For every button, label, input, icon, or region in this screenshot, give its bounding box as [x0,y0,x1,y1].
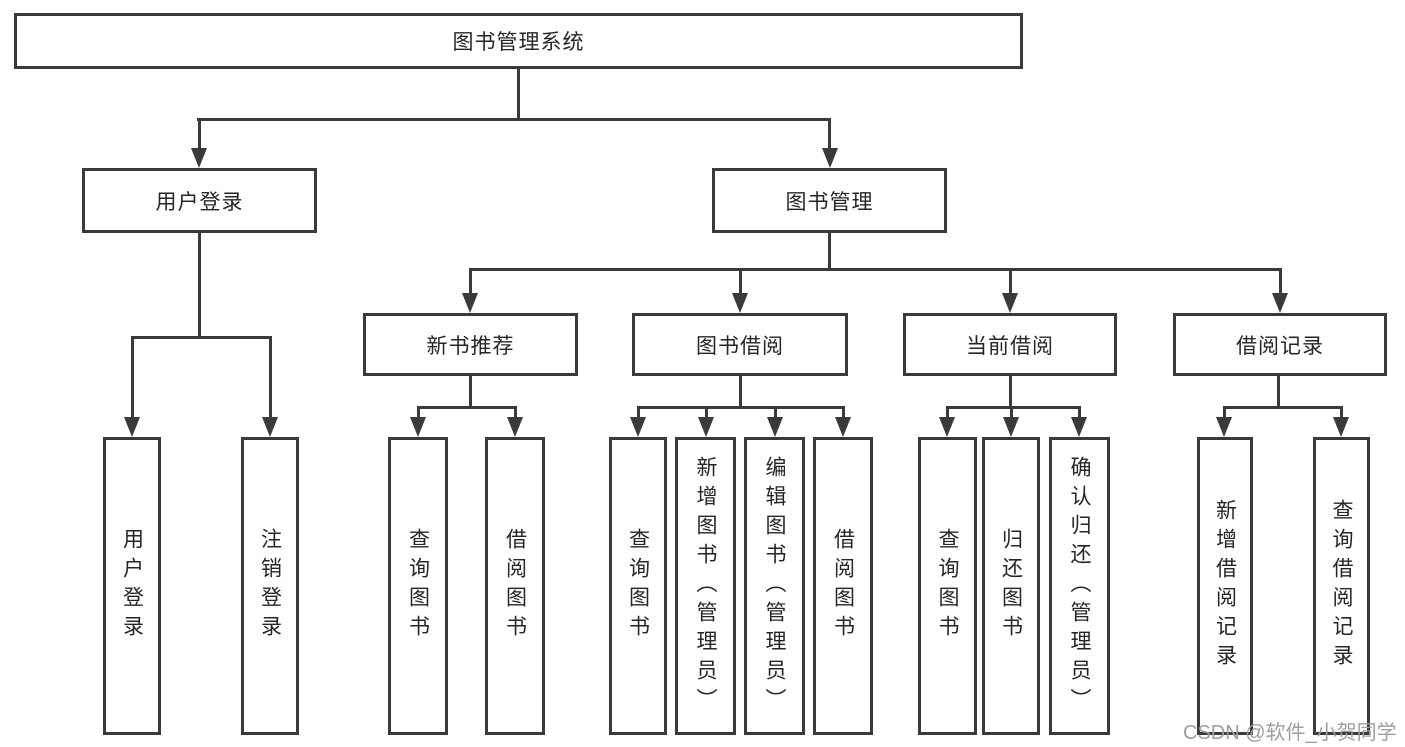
arrow-down-icon [767,417,783,437]
connector-drop [130,336,134,417]
connector-drop [1278,268,1282,293]
connector-drop [945,406,949,417]
arrow-down-icon [124,417,140,437]
connector-drop [416,406,420,417]
leaf-label: 用户登录 [120,528,144,644]
node-label: 用户登录 [155,190,244,214]
connector-drop [268,336,272,417]
connector-groupB-bar [636,406,845,409]
leaf-label: 查询图书 [406,528,430,644]
connector-userlogin-bar [130,336,272,339]
arrow-down-icon [410,417,426,437]
connector-bookmgmt-stem [828,232,831,268]
connector-drop [704,406,708,417]
connector-groupA-stem [469,376,472,406]
leaf-label: 借阅图书 [831,528,855,644]
connector-drop [1008,268,1012,293]
node-borrowing-records: 借阅记录 [1173,313,1387,376]
connector-drop [841,406,845,417]
arrow-down-icon [1333,417,1349,437]
connector-bookmgmt-bar [468,268,1282,271]
arrow-down-icon [821,148,838,168]
arrow-down-icon [1002,293,1018,313]
connector-drop [197,118,201,150]
node-library-management-system: 图书管理系统 [14,13,1023,69]
connector-drop [1339,406,1343,417]
connector-drop [1222,406,1226,417]
node-label: 新书推荐 [426,334,515,358]
arrow-down-icon [835,417,851,437]
leaf-edit-books-admin: 编辑图书（管理员） [744,437,805,735]
connector-groupA-bar [416,406,517,409]
arrow-down-icon [630,417,646,437]
leaf-add-books-admin: 新增图书（管理员） [675,437,736,735]
leaf-return-books: 归还图书 [982,437,1040,735]
leaf-label: 查询借阅记录 [1330,499,1353,673]
connector-groupC-stem [1008,376,1012,406]
arrow-down-icon [191,148,207,168]
connector-groupD-stem [1276,376,1280,406]
arrow-down-icon [1216,417,1232,437]
leaf-label: 查询图书 [936,528,959,644]
node-new-book-recommend: 新书推荐 [363,313,578,376]
arrow-down-icon [1071,417,1087,437]
node-current-borrowing: 当前借阅 [903,313,1117,376]
arrow-down-icon [939,417,955,437]
leaf-label: 借阅图书 [503,528,527,644]
connector-groupB-stem [738,376,742,406]
connector-drop [1009,406,1013,417]
leaf-label: 编辑图书（管理员） [763,455,786,717]
csdn-watermark: CSDN @软件_小贺同学 [1183,722,1397,744]
leaf-label: 新增借阅记录 [1213,499,1237,673]
arrow-down-icon [507,417,523,437]
leaf-logout: 注销登录 [241,437,299,735]
connector-drop [773,406,777,417]
leaf-label: 注销登录 [258,528,282,644]
leaf-query-books-current: 查询图书 [918,437,977,735]
node-label: 当前借阅 [966,334,1054,358]
connector-drop [513,406,517,417]
leaf-borrow-books-recommend: 借阅图书 [485,437,545,735]
leaf-label: 新增图书（管理员） [694,455,717,717]
node-user-login: 用户登录 [82,168,317,233]
arrow-down-icon [1003,417,1019,437]
leaf-label: 查询图书 [626,528,650,644]
arrow-down-icon [262,417,278,437]
connector-groupC-bar [945,406,1081,409]
node-label: 借阅记录 [1236,334,1324,358]
connector-userlogin-stem [197,233,201,336]
leaf-label: 归还图书 [999,528,1023,644]
node-book-borrowing: 图书借阅 [632,313,848,376]
connector-drop [468,268,472,293]
leaf-query-borrow-record: 查询借阅记录 [1313,437,1370,735]
connector-drop [636,406,640,417]
connector-groupD-bar [1222,406,1343,409]
connector-root-bar [197,118,831,121]
connector-drop [738,268,742,293]
node-label: 图书管理系统 [452,31,585,54]
leaf-label: 确认归还（管理员） [1068,455,1091,717]
arrow-down-icon [698,417,714,437]
leaf-confirm-return-admin: 确认归还（管理员） [1049,437,1110,735]
arrow-down-icon [1272,293,1288,313]
leaf-borrow-books: 借阅图书 [813,437,873,735]
leaf-user-login: 用户登录 [103,437,161,735]
node-label: 图书借阅 [696,334,784,358]
arrow-down-icon [462,293,478,313]
arrow-down-icon [732,293,748,313]
node-book-management: 图书管理 [712,168,947,233]
leaf-add-borrow-record: 新增借阅记录 [1197,437,1253,735]
connector-drop [1077,406,1081,417]
leaf-query-books-borrow: 查询图书 [609,437,667,735]
leaf-query-books-recommend: 查询图书 [388,437,448,735]
node-label: 图书管理 [785,190,874,214]
connector-drop [828,118,831,150]
connector-root-stem [517,69,520,118]
